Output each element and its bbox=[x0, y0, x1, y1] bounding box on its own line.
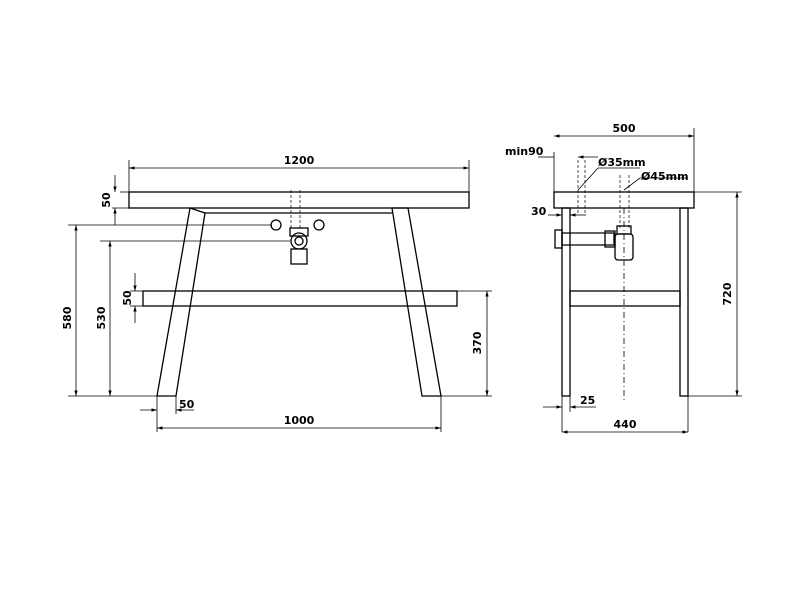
side-view: min90 Ø35mm Ø45mm 500 30 720 25 440 bbox=[505, 122, 742, 434]
dim-shelf-height-label: 370 bbox=[471, 331, 484, 354]
back-leg-side bbox=[679, 207, 689, 397]
countertop-front bbox=[128, 191, 470, 209]
shelf-front bbox=[142, 290, 458, 307]
dim-drain-35-label: Ø35mm bbox=[598, 156, 646, 169]
right-leg bbox=[391, 207, 442, 397]
countertop-side bbox=[553, 191, 695, 209]
front-leg-side bbox=[561, 207, 571, 397]
dim-width-base-label: 1000 bbox=[284, 414, 315, 427]
dim-shelf-thickness-label: 50 bbox=[121, 290, 134, 306]
dim-leg-foot-label: 50 bbox=[179, 398, 195, 411]
dim-leg-25-label: 25 bbox=[580, 394, 595, 407]
left-leg bbox=[156, 207, 206, 397]
dim-width-top-label: 1200 bbox=[284, 154, 315, 167]
dim-top-thickness-label: 50 bbox=[100, 192, 113, 208]
front-view: 50 1200 580 530 50 370 50 1000 bbox=[61, 154, 492, 432]
dim-height-720-label: 720 bbox=[721, 282, 734, 305]
dim-height-580-label: 580 bbox=[61, 306, 74, 329]
dim-min90-label: min90 bbox=[505, 145, 544, 158]
dim-depth-base-label: 440 bbox=[614, 418, 637, 431]
shelf-side bbox=[569, 290, 681, 307]
siphon-front bbox=[289, 190, 309, 265]
dim-height-530-label: 530 bbox=[95, 306, 108, 329]
dim-depth-top-label: 500 bbox=[613, 122, 636, 135]
dim-drain-45-label: Ø45mm bbox=[641, 170, 689, 183]
dim-30-label: 30 bbox=[531, 205, 547, 218]
siphon-side bbox=[554, 225, 634, 261]
tap-hole-left bbox=[270, 219, 282, 231]
tap-hole-right bbox=[313, 219, 325, 231]
